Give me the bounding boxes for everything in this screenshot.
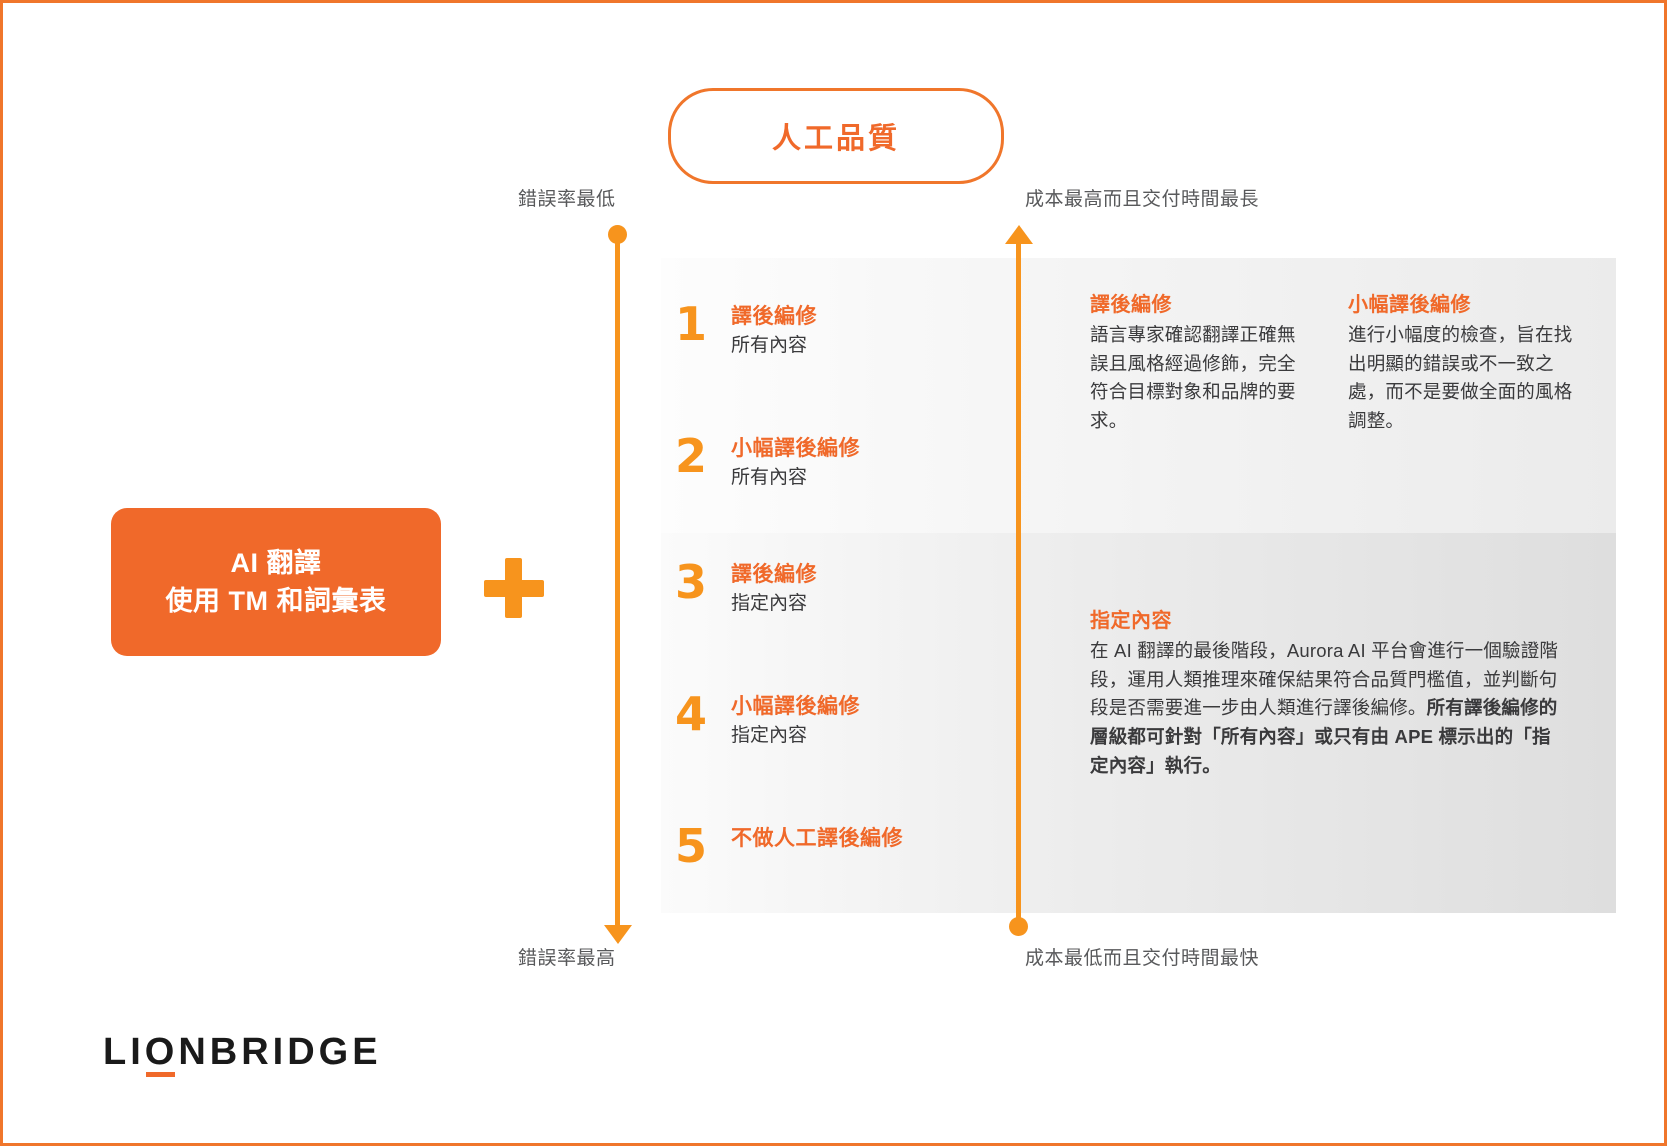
description-heading: 指定內容	[1090, 610, 1172, 632]
plus-vertical-bar	[505, 558, 522, 618]
step-scope: 所有內容	[731, 467, 808, 489]
description-body: 進行小幅度的檢查，旨在找出明顯的錯誤或不一致之處，而不是要做全面的風格調整。	[1348, 324, 1573, 432]
logo-part-1: LI	[103, 1031, 145, 1073]
ai-box-line1: AI 翻譯	[230, 547, 322, 578]
step-item-3: 3 譯後編修 指定內容	[675, 555, 817, 618]
description-body: 在 AI 翻譯的最後階段，Aurora AI 平台會進行一個驗證階段，運用人類推…	[1090, 637, 1560, 780]
description-heading: 譯後編修	[1090, 294, 1172, 316]
step-item-4: 4 小幅譯後編修 指定內容	[675, 687, 860, 750]
step-scope: 所有內容	[731, 335, 808, 357]
description-post-editing: 譯後編修 語言專家確認翻譯正確無誤且風格經過修飾，完全符合目標對象和品牌的要求。	[1090, 288, 1305, 436]
step-item-1: 1 譯後編修 所有內容	[675, 297, 817, 360]
ai-box-line2: 使用 TM 和詞彙表	[165, 586, 387, 616]
axis-label-cost-highest: 成本最高而且交付時間最長	[1025, 189, 1260, 210]
description-light-post-editing: 小幅譯後編修 進行小幅度的檢查，旨在找出明顯的錯誤或不一致之處，而不是要做全面的…	[1348, 288, 1578, 436]
description-specified-content: 指定內容 在 AI 翻譯的最後階段，Aurora AI 平台會進行一個驗證階段，…	[1090, 604, 1560, 780]
step-title: 小幅譯後編修	[731, 437, 860, 460]
error-rate-axis-arrow-down-icon	[604, 925, 632, 944]
step-number: 1	[675, 297, 708, 351]
ai-translation-box: AI 翻譯 使用 TM 和詞彙表	[111, 508, 441, 656]
logo-letter-o: O	[144, 1031, 179, 1077]
step-title: 譯後編修	[731, 563, 817, 586]
panel-bottom-gradient	[661, 533, 1616, 913]
description-heading: 小幅譯後編修	[1348, 294, 1471, 316]
step-title: 不做人工譯後編修	[731, 827, 903, 850]
step-title: 譯後編修	[731, 305, 817, 328]
human-quality-pill: 人工品質	[668, 88, 1004, 184]
error-rate-axis-dot	[608, 225, 627, 244]
step-item-2: 2 小幅譯後編修 所有內容	[675, 429, 860, 492]
cost-time-axis-line	[1016, 237, 1021, 925]
axis-label-error-lowest: 錯誤率最低	[518, 189, 616, 210]
logo-o-glyph: O	[144, 1031, 179, 1073]
logo-underline	[145, 1072, 176, 1077]
description-body-normal: 在 AI 翻譯的最後階段，Aurora AI 平台會進行一個驗證階段，運用人類推…	[1090, 640, 1559, 719]
description-body: 語言專家確認翻譯正確無誤且風格經過修飾，完全符合目標對象和品牌的要求。	[1090, 324, 1296, 432]
step-scope: 指定內容	[731, 725, 808, 747]
axis-label-cost-lowest: 成本最低而且交付時間最快	[1025, 948, 1260, 969]
axis-label-error-highest: 錯誤率最高	[518, 948, 616, 969]
step-item-5: 5 不做人工譯後編修	[675, 819, 903, 873]
error-rate-axis-line	[615, 233, 620, 925]
cost-time-axis-arrow-up-icon	[1005, 225, 1033, 244]
step-scope: 指定內容	[731, 593, 808, 615]
step-number: 3	[675, 555, 708, 609]
logo-part-2: NBRIDGE	[178, 1031, 382, 1073]
description-body-bold: 所有譯後編修的層級都可針對「所有內容」或只有由 APE 標示出的「指定內容」執行…	[1090, 697, 1558, 776]
cost-time-axis-dot	[1009, 917, 1028, 936]
step-number: 2	[675, 429, 708, 483]
step-number: 4	[675, 687, 708, 741]
step-number: 5	[675, 819, 708, 873]
pill-label: 人工品質	[771, 123, 900, 155]
step-title: 小幅譯後編修	[731, 695, 860, 718]
plus-icon	[484, 558, 544, 618]
panel-top-gradient	[661, 258, 1616, 533]
